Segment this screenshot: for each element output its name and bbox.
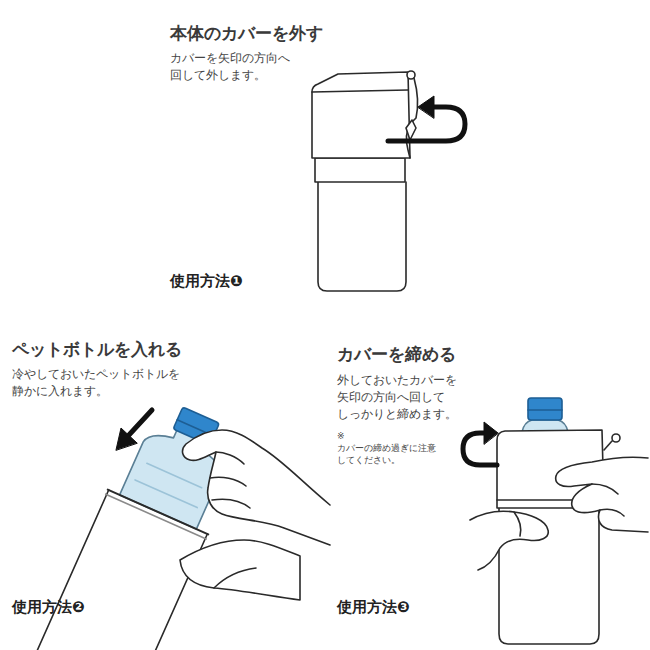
step-number: 使用方法❶ [170, 272, 243, 291]
rotate-arrow-close [463, 422, 498, 465]
step-description: 冷やしておいたペットボトルを 静かに入れます。 [12, 366, 180, 400]
step-number: 使用方法❷ [12, 598, 85, 617]
rotate-arrow-open [388, 96, 465, 141]
step-description: 外しておいたカバーを 矢印の方向へ回して しっかりと締めます。 [337, 372, 457, 423]
step-heading: ペットボトルを入れる [12, 338, 182, 361]
insert-arrow [116, 410, 152, 450]
step-heading: 本体のカバーを外す [170, 22, 323, 45]
hand-step-2 [180, 430, 330, 600]
holder-step-1 [312, 71, 418, 291]
hands-step-3 [470, 457, 648, 570]
step-heading: カバーを締める [337, 343, 456, 366]
step-number: 使用方法❸ [337, 598, 410, 617]
step-description: カバーを矢印の方向へ 回して外します。 [170, 50, 290, 84]
caution-note: ※カバーの締め過ぎに注意 してください。 [337, 430, 436, 466]
